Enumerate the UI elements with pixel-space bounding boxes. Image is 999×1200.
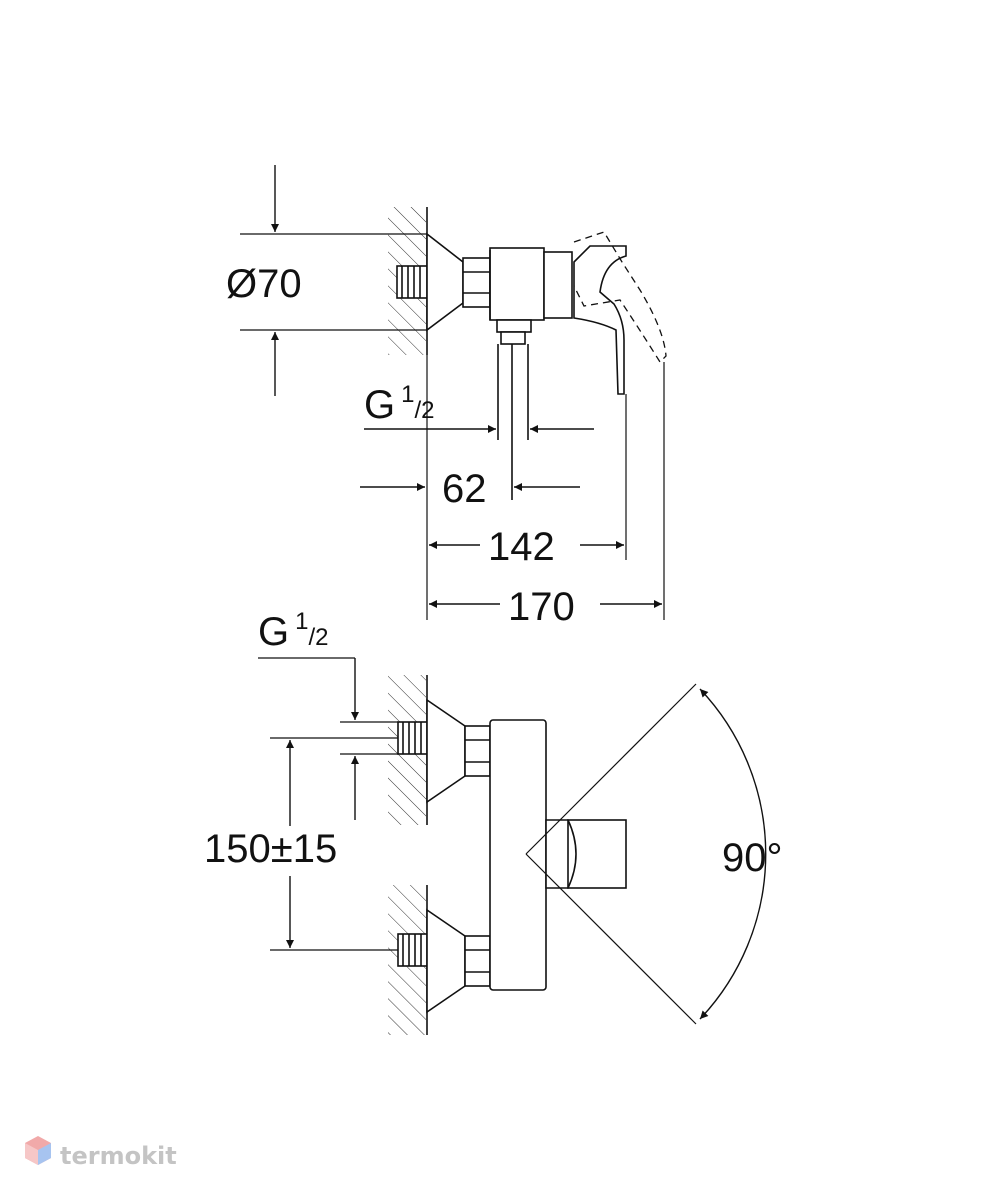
offset-label: 62 [442,467,487,511]
rosette-lower [426,908,466,1014]
nut-top [462,257,491,308]
dimension-lines-bottom [286,658,359,948]
termokit-logo-icon [25,1136,51,1165]
total-depth-label: 170 [508,585,575,629]
dimension-lines-top [271,165,662,608]
depth-label: 142 [488,525,555,569]
nut-lower [464,935,491,987]
center-distance-label: 150±15 [204,827,337,871]
front-view [258,657,767,1035]
watermark-text: termokit [60,1142,177,1170]
rosette-top [426,232,464,332]
rotation-label: 90° [722,836,783,880]
lever-alt-position [573,231,667,364]
side-view [240,207,667,620]
watermark: termokit [25,1136,177,1170]
valve-body-side [489,247,545,321]
nut-upper [464,725,491,777]
rosette-upper [426,698,466,804]
lever-side [573,245,627,395]
valve-body-front [489,719,547,991]
diameter-label: Ø70 [226,262,302,306]
angle-arc [699,688,767,1020]
